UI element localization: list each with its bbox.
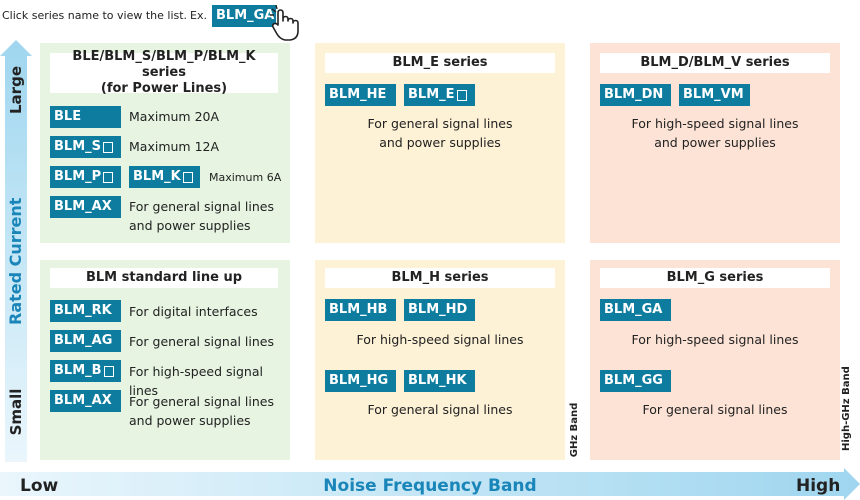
chip-blm-ag[interactable]: BLM_AG [50,330,121,352]
chip-blm-hg[interactable]: BLM_HG [325,370,396,392]
panel-e-title: BLM_E series [325,53,555,73]
blm-ax-power-desc-line1: For general signal lines [129,199,275,214]
chip-blm-b[interactable]: BLM_B [50,360,121,382]
chip-blm-p-label: BLM_P [54,169,102,184]
panel-power-title-line1: BLE/BLM_S/BLM_P/BLM_K series [72,49,256,80]
y-axis-title: Rated Current [6,197,25,325]
chip-blm-s-label: BLM_S [54,139,101,154]
chip-blm-k[interactable]: BLM_K [129,166,200,188]
blm-s-desc: Maximum 12A [129,139,220,154]
ble-desc: Maximum 20A [129,109,220,124]
blm-b-desc: For high-speed signal lines [129,364,263,398]
e-series-desc-line1: For general signal lines [367,116,513,131]
blm-ax-standard-desc: For general signal lines and power suppl… [129,392,274,430]
chip-blm-k-label: BLM_K [133,169,181,184]
chip-blm-rk[interactable]: BLM_RK [50,300,121,322]
panel-standard-title: BLM standard line up [50,268,278,288]
panel-e-series: BLM_E series BLM_HE BLM_E For general si… [315,43,565,243]
chip-blm-ax-standard[interactable]: BLM_AX [50,390,121,412]
chip-blm-dn[interactable]: BLM_DN [600,84,671,106]
y-axis-small-label: Small [7,388,25,436]
chip-blm-p[interactable]: BLM_P [50,166,121,188]
chip-blm-hb[interactable]: BLM_HB [325,299,396,321]
g-series-desc-top: For high-speed signal lines [631,332,799,347]
blm-ax-standard-desc-line2: and power supplies [129,413,251,428]
rated-current-arrow [0,40,32,462]
blm-rk-desc: For digital interfaces [129,304,258,319]
wildcard-box-icon [182,171,193,183]
x-axis-low-label: Low [20,476,59,496]
x-axis-high-label: High [796,476,841,496]
blm-ax-standard-desc-line1: For general signal lines [129,394,275,409]
blm-ax-power-desc: For general signal lines and power suppl… [129,197,274,235]
h-series-desc-bottom: For general signal lines [367,402,513,417]
instruction-text: Click series name to view the list. [2,9,188,22]
panel-power-lines: BLE/BLM_S/BLM_P/BLM_K series (for Power … [40,43,290,243]
panel-dv-title: BLM_D/BLM_V series [600,53,830,73]
panel-g-title: BLM_G series [600,268,830,288]
panel-g-series: BLM_G series BLM_GA For high-speed signa… [590,260,840,460]
chip-blm-vm[interactable]: BLM_VM [679,84,750,106]
wildcard-box-icon [103,141,113,153]
chip-blm-e-label: BLM_E [408,87,455,102]
chip-blm-e[interactable]: BLM_E [404,84,475,106]
chip-blm-gg[interactable]: BLM_GG [600,370,671,392]
blm-pk-desc: Maximum 6A [209,171,282,184]
wildcard-box-icon [103,365,114,377]
chip-blm-ax-power[interactable]: BLM_AX [50,196,121,218]
blm-ax-power-desc-line2: and power supplies [129,218,251,233]
panel-h-series: BLM_H series BLM_HB BLM_HD For high-spee… [315,260,565,460]
noise-frequency-arrow [0,468,860,500]
panel-power-title: BLE/BLM_S/BLM_P/BLM_K series (for Power … [50,49,278,96]
dv-series-desc: For high-speed signal lines and power su… [590,114,840,152]
chip-blm-b-label: BLM_B [54,363,102,378]
chip-blm-ga[interactable]: BLM_GA [600,299,671,321]
panel-h-title: BLM_H series [325,268,555,288]
blm-ag-desc: For general signal lines [129,334,275,349]
g-series-desc-bottom: For general signal lines [642,402,788,417]
e-series-desc: For general signal lines and power suppl… [315,114,565,152]
x-axis-title: Noise Frequency Band [323,476,537,496]
dv-series-desc-line1: For high-speed signal lines [631,116,799,131]
e-series-desc-line2: and power supplies [379,135,501,150]
panel-standard-lineup: BLM standard line up BLM_RK For digital … [40,260,290,460]
hand-pointer-icon [270,5,299,41]
example-label: Ex. [190,9,207,22]
chip-blm-hk[interactable]: BLM_HK [404,370,475,392]
chip-blm-he[interactable]: BLM_HE [325,84,396,106]
panel-dv-series: BLM_D/BLM_V series BLM_DN BLM_VM For hig… [590,43,840,243]
chip-ble[interactable]: BLE [50,106,121,128]
h-series-desc-top: For high-speed signal lines [356,332,524,347]
high-ghz-band-label: High-GHz Band [841,366,852,451]
panel-power-title-line2: (for Power Lines) [100,81,228,96]
chip-blm-hd[interactable]: BLM_HD [404,299,475,321]
wildcard-box-icon [456,89,467,101]
wildcard-box-icon [103,171,114,183]
y-axis-large-label: Large [7,66,25,114]
example-chip-blm-ga[interactable]: BLM_GA [212,5,276,27]
ghz-band-label: GHz Band [569,402,580,458]
dv-series-desc-line2: and power supplies [654,135,776,150]
chip-blm-s[interactable]: BLM_S [50,136,121,158]
